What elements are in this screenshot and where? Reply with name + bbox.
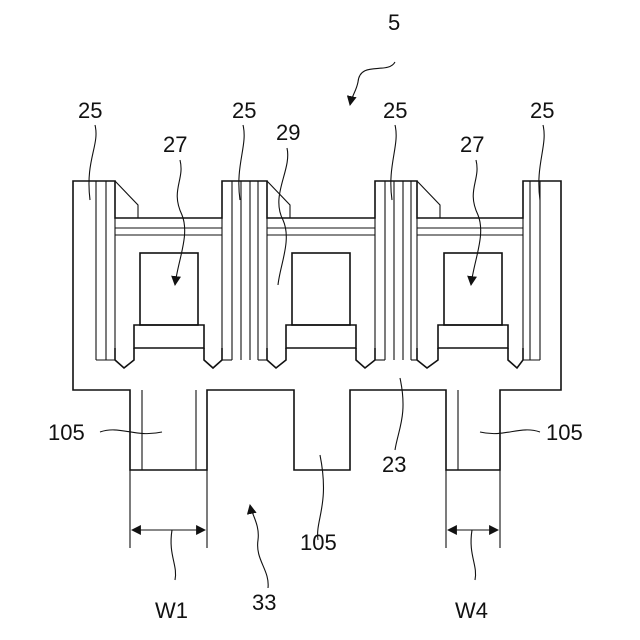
label-slot: 33 xyxy=(252,590,276,615)
feet-inner-lines xyxy=(142,390,458,470)
label-width-left: W1 xyxy=(155,598,188,623)
dimension-w4 xyxy=(446,470,500,548)
terminal-middle xyxy=(267,253,375,368)
label-wall-mid-right: 25 xyxy=(383,98,407,123)
label-foot-left: 105 xyxy=(48,420,85,445)
label-wall-right: 25 xyxy=(530,98,554,123)
label-cavity-mid: 29 xyxy=(276,120,300,145)
label-base: 23 xyxy=(382,452,406,477)
terminal-left xyxy=(115,253,222,368)
dimension-w1 xyxy=(130,470,207,548)
label-wall-left: 25 xyxy=(78,98,102,123)
label-assembly: 5 xyxy=(388,10,400,35)
label-cavity-left: 27 xyxy=(163,132,187,157)
label-wall-mid-left: 25 xyxy=(232,98,256,123)
label-foot-mid: 105 xyxy=(300,530,337,555)
cavity-top-lines xyxy=(115,228,523,235)
label-foot-right: 105 xyxy=(546,420,583,445)
cavity-side-lines xyxy=(115,218,523,348)
terminal-right xyxy=(417,253,523,368)
label-width-right: W4 xyxy=(455,598,488,623)
label-cavity-right: 27 xyxy=(460,132,484,157)
